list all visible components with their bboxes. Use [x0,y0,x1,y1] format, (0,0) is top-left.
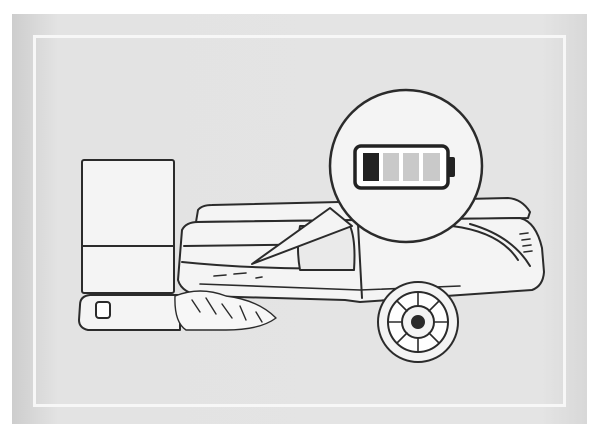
dock-body [81,159,175,294]
dock-contact [95,301,111,319]
body-divider [357,223,363,299]
dock-base-plate [78,294,181,331]
side-brush [174,290,277,331]
battery-segment-1 [363,153,379,181]
battery-segment-2 [383,153,399,181]
side-brush-bristles [191,297,263,323]
front-groove-2 [469,223,531,267]
vent-slits [519,232,533,253]
battery-segment-4 [423,153,440,181]
battery-low-icon [353,144,455,190]
sensor-dashes [213,272,263,279]
battery-terminal [448,157,455,177]
charging-dock [78,159,181,331]
front-groove-1 [451,225,519,261]
battery-segment-3 [403,153,419,181]
wheel-spokes [387,291,449,353]
callout-pointer [251,207,353,265]
inner-frame [33,35,566,407]
